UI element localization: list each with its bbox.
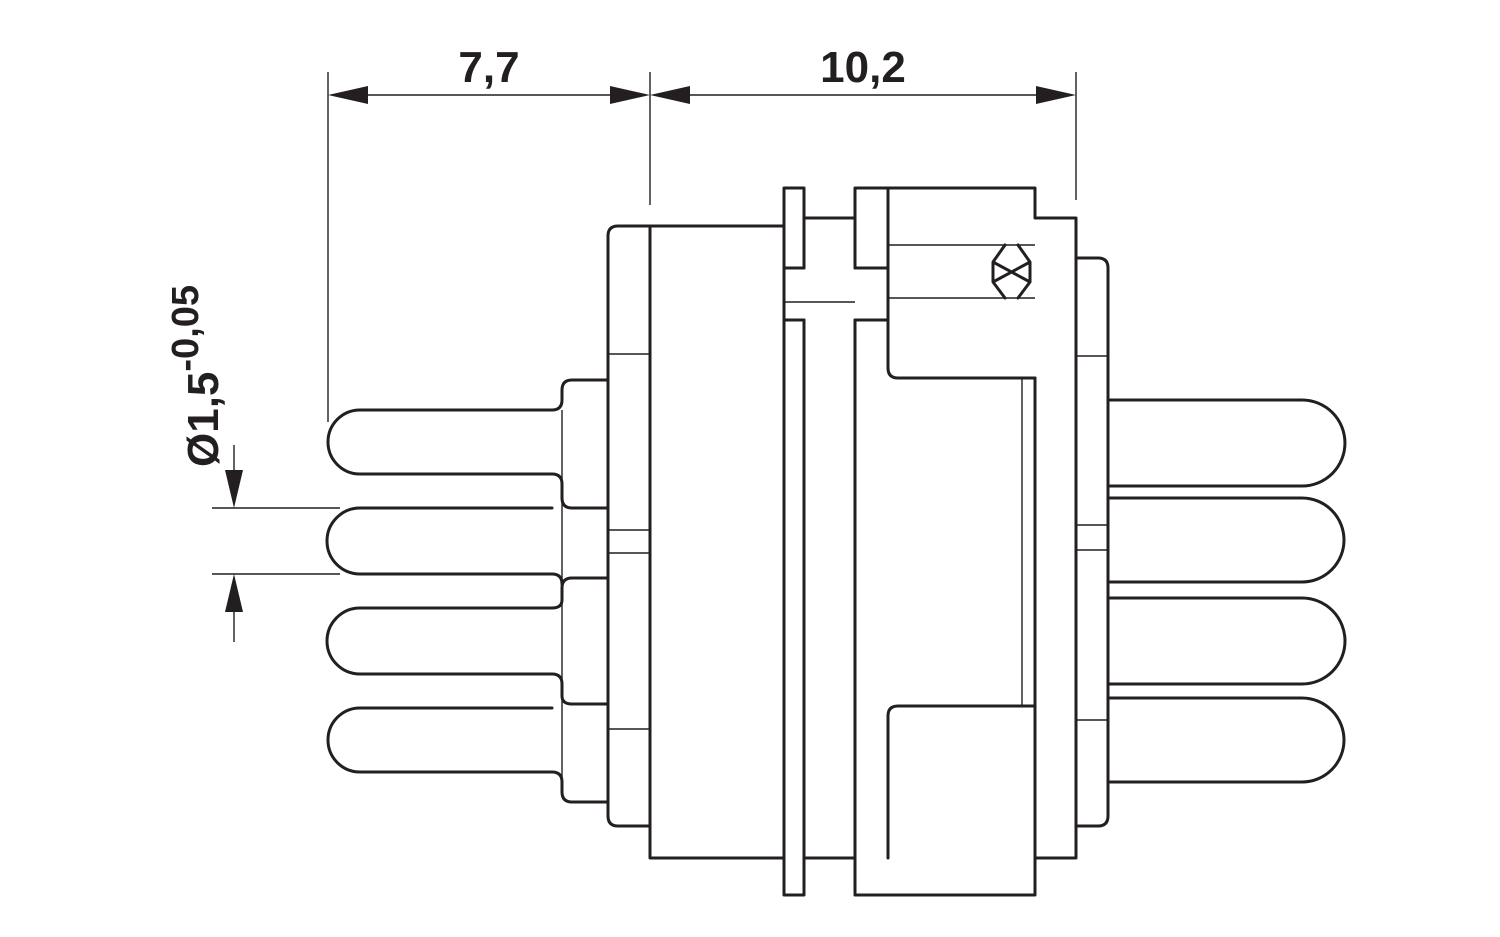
left-shoulder [606, 224, 652, 828]
arrowhead-left [328, 86, 368, 104]
arrowhead-right [610, 86, 650, 104]
arrowhead-left [650, 86, 690, 104]
left-pins [325, 378, 610, 804]
right-pin-3 [1106, 596, 1347, 686]
right-pin-4 [1106, 696, 1346, 784]
left-pin-3 [325, 576, 610, 706]
arrowhead-up [225, 574, 243, 612]
connector-body [606, 186, 1110, 897]
right-pins [1106, 398, 1347, 784]
left-pin-1 [326, 378, 610, 510]
dimension-label-10-2: 10,2 [820, 43, 906, 92]
diameter-label: Ø1,5-0,05 [165, 285, 228, 467]
arrowhead-right [1036, 86, 1076, 104]
dimension-pin-diameter: Ø1,5-0,05 [165, 285, 340, 642]
left-pin-2 [325, 506, 564, 586]
right-pin-1 [1106, 398, 1347, 488]
left-pin-4 [326, 706, 610, 804]
dimension-left-length: 7,7 [327, 43, 651, 422]
diameter-tolerance: -0,05 [165, 285, 207, 372]
diameter-value: 1,5 [179, 372, 228, 433]
dimension-label-7-7: 7,7 [458, 43, 519, 92]
right-pin-2 [1106, 496, 1346, 584]
diameter-symbol: Ø [179, 433, 228, 467]
coding-key [991, 243, 1032, 300]
housing-outline [648, 186, 1078, 897]
arrowhead-down [225, 470, 243, 508]
dimension-right-length: 10,2 [650, 43, 1077, 200]
right-shoulder [1074, 256, 1110, 828]
